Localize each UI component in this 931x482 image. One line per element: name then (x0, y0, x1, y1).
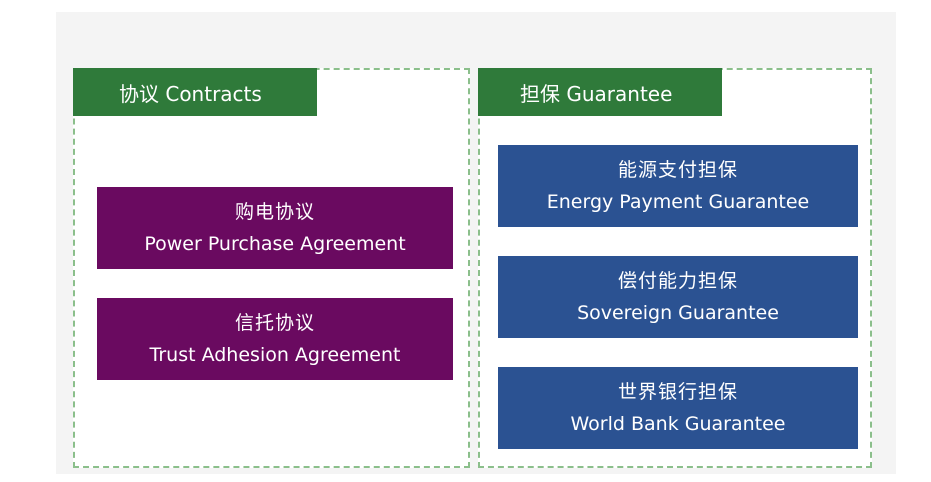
box-label-en: Power Purchase Agreement (144, 233, 406, 255)
box-label-en: Sovereign Guarantee (577, 302, 779, 324)
power-purchase-agreement-box: 购电协议 Power Purchase Agreement (97, 187, 453, 269)
contracts-header: 协议 Contracts (73, 68, 317, 116)
box-label-en: World Bank Guarantee (570, 413, 786, 435)
box-label-zh: 能源支付担保 (617, 159, 738, 181)
guarantee-header: 担保 Guarantee (478, 68, 722, 116)
box-label-en: Trust Adhesion Agreement (149, 344, 401, 366)
box-label-zh: 购电协议 (234, 201, 315, 223)
sovereign-guarantee-box: 偿付能力担保 Sovereign Guarantee (498, 256, 858, 338)
box-label-en: Energy Payment Guarantee (546, 191, 810, 213)
box-label-zh: 信托协议 (234, 312, 315, 334)
guarantee-panel: 担保 Guarantee 能源支付担保 Energy Payment Guara… (478, 68, 872, 468)
box-label-zh: 世界银行担保 (617, 381, 738, 403)
world-bank-guarantee-box: 世界银行担保 World Bank Guarantee (498, 367, 858, 449)
box-label-zh: 偿付能力担保 (617, 270, 738, 292)
contracts-panel: 协议 Contracts 购电协议 Power Purchase Agreeme… (73, 68, 470, 468)
trust-adhesion-agreement-box: 信托协议 Trust Adhesion Agreement (97, 298, 453, 380)
energy-payment-guarantee-box: 能源支付担保 Energy Payment Guarantee (498, 145, 858, 227)
